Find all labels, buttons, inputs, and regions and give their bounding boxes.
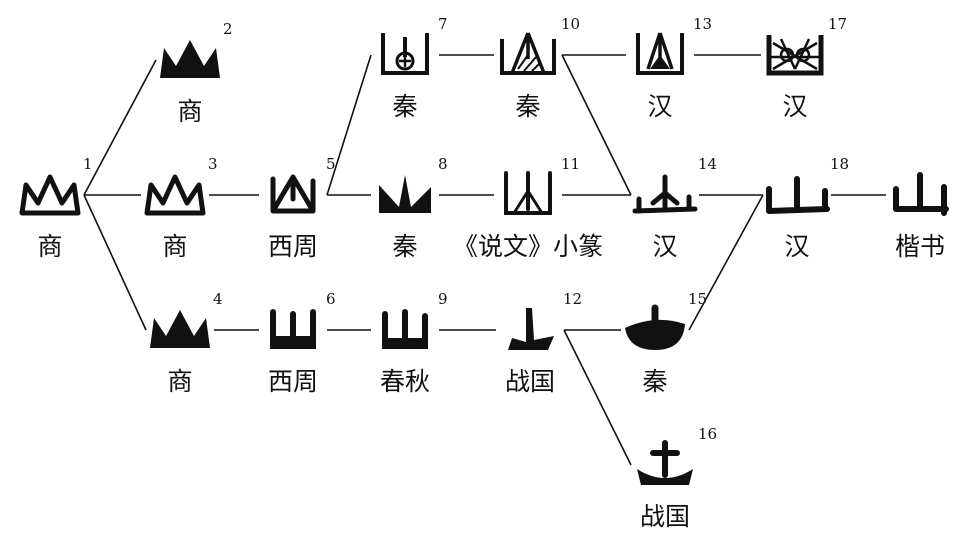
edge-n10-n14: [562, 55, 631, 195]
chunqiu-icon: [371, 304, 439, 358]
node-number: 15: [688, 290, 707, 308]
qin-hatched-icon: [494, 29, 562, 83]
node-number: 17: [828, 15, 847, 33]
node-label: 汉: [750, 87, 840, 123]
node-label: 汉: [615, 87, 705, 123]
node-label: 商: [135, 362, 225, 398]
qin-enclosed-icon: [371, 29, 439, 83]
node-label: 汉: [752, 227, 842, 263]
zhanguo-icon: [496, 304, 564, 358]
shang-solid-icon: [156, 34, 224, 88]
node-label: 战国: [485, 362, 575, 398]
han-low-peak-icon: [631, 169, 699, 223]
node-number: 1: [83, 155, 93, 173]
node-number: 8: [438, 155, 448, 173]
qin-inked-icon: [371, 169, 439, 223]
node-number: 4: [213, 290, 223, 308]
shang-outline-icon: [16, 169, 84, 223]
node-label: 《说文》小篆: [443, 227, 613, 263]
node-label: 秦: [360, 227, 450, 263]
node-label: 秦: [483, 87, 573, 123]
node-number: 11: [561, 155, 580, 173]
zhanguo-anchor-icon: [631, 439, 699, 493]
node-number: 2: [223, 20, 233, 38]
shang-outline-icon: [141, 169, 209, 223]
node-number: 10: [561, 15, 580, 33]
edge-n5-n7: [327, 55, 371, 195]
node-label: 商: [145, 92, 235, 128]
node-number: 14: [698, 155, 717, 173]
han-clerical-icon: [763, 169, 831, 223]
node-number: 5: [326, 155, 336, 173]
node-number: 3: [208, 155, 218, 173]
node-label: 商: [5, 227, 95, 263]
node-number: 6: [326, 290, 336, 308]
node-label: 西周: [248, 227, 338, 263]
node-number: 9: [438, 290, 448, 308]
kaishu-shan-icon: [886, 169, 954, 223]
han-lattice-icon: [761, 29, 829, 83]
node-label: 战国: [620, 497, 710, 533]
zhou-outline-icon: [259, 169, 327, 223]
node-label: 楷书: [875, 227, 965, 263]
shang-solid-icon: [146, 304, 214, 358]
han-hatched-icon: [626, 29, 694, 83]
node-number: 13: [693, 15, 712, 33]
zhou-solid-icon: [259, 304, 327, 358]
node-number: 18: [830, 155, 849, 173]
node-label: 汉: [620, 227, 710, 263]
node-number: 7: [438, 15, 448, 33]
node-label: 秦: [610, 362, 700, 398]
node-label: 西周: [248, 362, 338, 398]
node-label: 春秋: [360, 362, 450, 398]
node-label: 秦: [360, 87, 450, 123]
qin-bowl-icon: [621, 304, 689, 358]
node-number: 12: [563, 290, 582, 308]
node-number: 16: [698, 425, 717, 443]
shuowen-seal-icon: [494, 169, 562, 223]
node-label: 商: [130, 227, 220, 263]
